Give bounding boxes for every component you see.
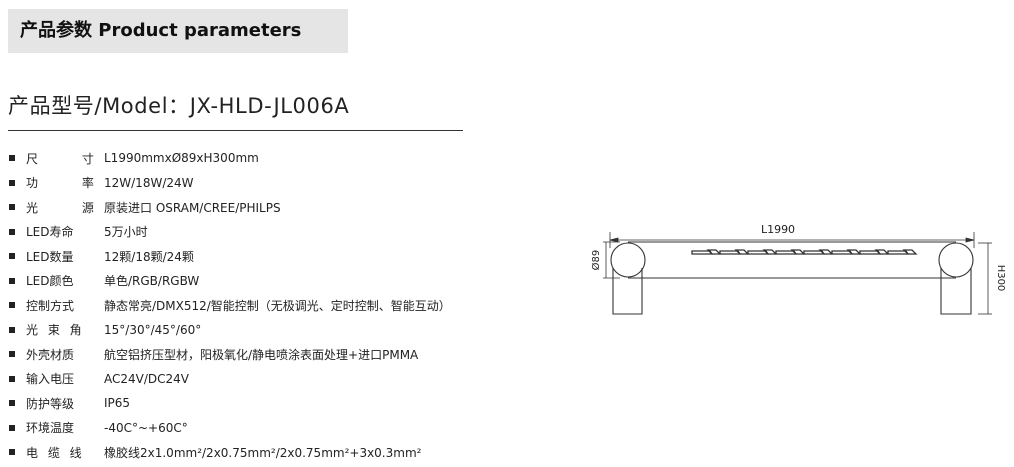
spec-row-beam-angle: 光 束 角 15°/30°/45°/60° xyxy=(8,318,568,343)
spec-list: 尺 寸 L1990mmxØ89xH300mm 功 率 12W/18W/24W 光… xyxy=(8,146,568,465)
diameter-dimension xyxy=(603,241,620,279)
right-support-post xyxy=(940,268,972,315)
height-label: H300 xyxy=(995,265,1006,292)
bullet-square-icon xyxy=(9,302,15,309)
spec-label: 尺 寸 xyxy=(26,151,114,166)
spec-value: L1990mmxØ89xH300mm xyxy=(104,151,259,166)
section-header-title: 产品参数 Product parameters xyxy=(20,20,302,41)
spec-label: 功 率 xyxy=(26,176,114,191)
led-window-strip xyxy=(691,249,918,255)
spec-label: 光 源 xyxy=(26,200,114,215)
product-drawing: L1990 Ø89 H300 xyxy=(590,223,1006,315)
spec-label: LED颜色 xyxy=(26,274,74,289)
bullet-square-icon xyxy=(9,375,15,382)
spec-row-control-mode: 控制方式 静态常亮/DMX512/智能控制（无极调光、定时控制、智能互动） xyxy=(8,293,568,318)
bullet-square-icon xyxy=(9,204,15,211)
spec-value: 5万小时 xyxy=(104,225,148,240)
spec-row-led-color: LED颜色 单色/RGB/RGBW xyxy=(8,269,568,294)
right-end-cap xyxy=(938,242,974,278)
spec-row-protection-rating: 防护等级 IP65 xyxy=(8,391,568,416)
spec-row-light-source: 光 源 原装进口 OSRAM/CREE/PHILPS xyxy=(8,195,568,220)
spec-value: 12W/18W/24W xyxy=(104,175,194,190)
bullet-square-icon xyxy=(9,253,15,260)
diameter-label: Ø89 xyxy=(590,250,602,271)
spec-value: 橡胶线2x1.0mm²/2x0.75mm²/2x0.75mm²+3x0.3mm² xyxy=(104,445,422,460)
bullet-square-icon xyxy=(9,179,15,186)
section-header: 产品参数 Product parameters xyxy=(8,9,348,53)
spec-row-cable: 电 缆 线 橡胶线2x1.0mm²/2x0.75mm²/2x0.75mm²+3x… xyxy=(8,440,568,465)
spec-value: -40C°~+60C° xyxy=(104,420,188,435)
spec-row-housing-material: 外壳材质 航空铝挤压型材，阳极氧化/静电喷涂表面处理+进口PMMA xyxy=(8,342,568,367)
model-title: 产品型号/Model：JX-HLD-JL006A xyxy=(8,94,350,118)
spec-row-led-quantity: LED数量 12颗/18颗/24颗 xyxy=(8,244,568,269)
spec-label: 电 缆 线 xyxy=(26,445,85,460)
bullet-square-icon xyxy=(9,228,15,235)
spec-row-size: 尺 寸 L1990mmxØ89xH300mm xyxy=(8,146,568,171)
bullet-square-icon xyxy=(9,155,15,162)
bullet-square-icon xyxy=(9,449,15,456)
spec-value: AC24V/DC24V xyxy=(104,371,189,386)
bullet-square-icon xyxy=(9,400,15,407)
spec-label: LED数量 xyxy=(26,249,74,264)
left-end-cap xyxy=(610,242,646,278)
spec-value: 静态常亮/DMX512/智能控制（无极调光、定时控制、智能互动） xyxy=(104,298,451,313)
left-support-post xyxy=(612,268,643,315)
spec-row-ambient-temperature: 环境温度 -40C°~+60C° xyxy=(8,416,568,441)
bullet-square-icon xyxy=(9,277,15,284)
spec-label: 光 束 角 xyxy=(26,323,85,338)
spec-label: 外壳材质 xyxy=(26,347,75,362)
spec-row-input-voltage: 输入电压 AC24V/DC24V xyxy=(8,367,568,392)
spec-label: 控制方式 xyxy=(26,298,75,313)
spec-value: 单色/RGB/RGBW xyxy=(104,274,200,289)
bullet-square-icon xyxy=(9,424,15,431)
bullet-square-icon xyxy=(9,326,15,333)
spec-value: 12颗/18颗/24颗 xyxy=(104,249,194,264)
tube-body xyxy=(628,241,956,279)
spec-label: LED寿命 xyxy=(26,225,74,240)
spec-label: 输入电压 xyxy=(26,372,75,387)
spec-value: 15°/30°/45°/60° xyxy=(104,322,202,337)
spec-label: 防护等级 xyxy=(26,396,75,411)
length-dimension xyxy=(609,232,975,248)
bullet-square-icon xyxy=(9,351,15,358)
spec-row-led-lifespan: LED寿命 5万小时 xyxy=(8,220,568,245)
spec-label: 环境温度 xyxy=(26,421,75,436)
model-title-underline xyxy=(8,130,463,131)
height-dimension xyxy=(978,242,992,315)
length-label: L1990 xyxy=(761,223,795,236)
spec-value: IP65 xyxy=(104,396,131,411)
spec-value: 原装进口 OSRAM/CREE/PHILPS xyxy=(104,200,281,215)
spec-row-power: 功 率 12W/18W/24W xyxy=(8,171,568,196)
spec-value: 航空铝挤压型材，阳极氧化/静电喷涂表面处理+进口PMMA xyxy=(104,347,419,362)
